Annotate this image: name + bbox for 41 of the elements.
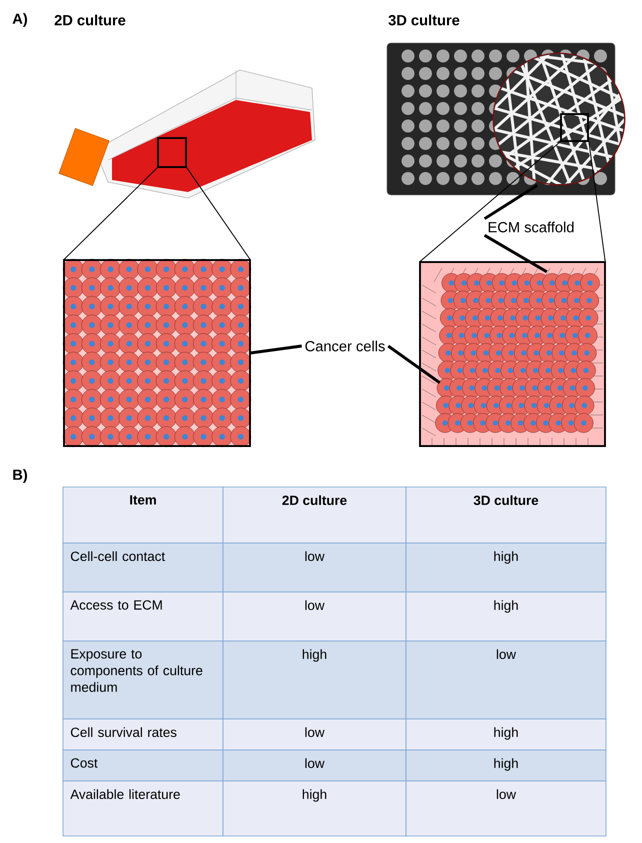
table-cell: high	[406, 592, 606, 642]
callout-label: Cancer cells	[305, 340, 385, 352]
zoom-box	[560, 113, 589, 142]
leader-line	[387, 344, 441, 384]
well-plate-drawing	[386, 42, 626, 196]
table-cell: high	[222, 780, 406, 836]
table-cell: low	[406, 640, 606, 720]
zoom-box	[157, 137, 187, 168]
table-cell: low	[222, 592, 406, 642]
leader-line	[484, 234, 548, 273]
table-cell: high	[406, 542, 606, 592]
table-cell: low	[222, 542, 406, 592]
table-cell: high	[406, 750, 606, 782]
table-cell: Item	[62, 486, 224, 544]
flask-drawing	[58, 70, 316, 198]
table-cell: low	[222, 750, 406, 782]
table-cell: Cell survival rates	[62, 718, 224, 750]
zoom-line	[588, 141, 606, 262]
callout-label: ECM scaffold	[488, 222, 574, 232]
table-cell: Exposure to components of culture medium	[62, 640, 224, 720]
table-cell: Cost	[62, 750, 224, 782]
table-cell: low	[222, 718, 406, 750]
table-cell: low	[406, 780, 606, 836]
leader-line	[484, 184, 538, 220]
leader-line	[250, 344, 302, 354]
table-cell: Cell-cell contact	[62, 542, 224, 592]
cell-monolayer-drawing	[62, 258, 252, 448]
table-cell: high	[406, 718, 606, 750]
table-cell: high	[222, 640, 406, 720]
zoom-line	[419, 141, 561, 262]
table-cell: Available literature	[62, 780, 224, 836]
table-cell: 3D culture	[406, 486, 606, 544]
zoom-line	[63, 167, 158, 260]
table-cell: Access to ECM	[62, 592, 224, 642]
panel-heading: 2D culture	[54, 14, 126, 26]
cell-spheroid-drawing	[419, 261, 606, 447]
zoom-line	[186, 167, 251, 260]
panel-letter: B)	[13, 469, 27, 483]
panel-heading: 3D culture	[388, 14, 460, 26]
table-cell: 2D culture	[222, 486, 406, 544]
panel-letter: A)	[12, 13, 27, 27]
